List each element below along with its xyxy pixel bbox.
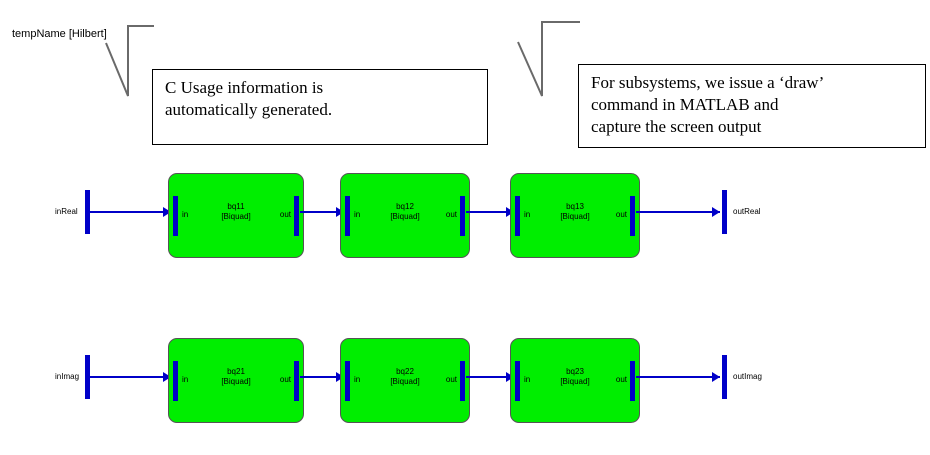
callout-usage-line-1: C Usage information is: [165, 78, 324, 97]
block-bq22-type: [Biquad]: [390, 377, 420, 386]
block-bq22-name: bq22: [396, 367, 414, 376]
block-bq21-name: bq21: [227, 367, 245, 376]
block-bq13-title: bq13 [Biquad]: [511, 202, 639, 222]
block-bq13[interactable]: in bq13 [Biquad] out: [510, 173, 640, 258]
block-bq12-input-label: in: [354, 210, 361, 219]
block-bq11-input-terminal[interactable]: [173, 196, 178, 236]
block-bq22-output-terminal[interactable]: [460, 361, 465, 401]
block-bq13-name: bq13: [566, 202, 584, 211]
block-bq23-output-terminal[interactable]: [630, 361, 635, 401]
block-bq22-input-label: in: [354, 375, 361, 384]
block-bq12[interactable]: in bq12 [Biquad] out: [340, 173, 470, 258]
block-bq22-input-terminal[interactable]: [345, 361, 350, 401]
input-port-label-inreal: inReal: [55, 207, 78, 216]
block-bq23-type: [Biquad]: [560, 377, 590, 386]
signal-wire-bq23-outimag: [636, 376, 720, 378]
block-bq23-name: bq23: [566, 367, 584, 376]
block-bq11-input-label: in: [182, 210, 189, 219]
callout-subsystem-line-1: For subsystems, we issue a ‘draw’: [591, 73, 825, 92]
block-bq22-output-label: out: [445, 375, 457, 384]
block-bq21-type: [Biquad]: [221, 377, 251, 386]
block-bq22[interactable]: in bq22 [Biquad] out: [340, 338, 470, 423]
output-port-bar-outimag[interactable]: [722, 355, 727, 399]
block-bq21-input-terminal[interactable]: [173, 361, 178, 401]
block-bq12-name: bq12: [396, 202, 414, 211]
block-bq12-type: [Biquad]: [390, 212, 420, 221]
signal-wire-inreal-bq11: [88, 211, 168, 213]
block-bq13-type: [Biquad]: [560, 212, 590, 221]
callout-c-usage: C Usage information is automatically gen…: [152, 69, 488, 145]
block-bq21-output-terminal[interactable]: [294, 361, 299, 401]
block-bq21-title: bq21 [Biquad]: [169, 367, 303, 387]
block-bq23[interactable]: in bq23 [Biquad] out: [510, 338, 640, 423]
block-bq23-title: bq23 [Biquad]: [511, 367, 639, 387]
output-port-label-outimag: outImag: [733, 372, 762, 381]
input-port-bar-inimag[interactable]: [85, 355, 90, 399]
block-bq11-name: bq11: [227, 202, 245, 211]
signal-arrow-inreal-bq11: [163, 207, 171, 217]
callout-subsystem-line-2: command in MATLAB and: [591, 94, 779, 114]
signal-arrow-bq23-outimag: [712, 372, 720, 382]
input-port-bar-inreal[interactable]: [85, 190, 90, 234]
block-bq13-output-label: out: [615, 210, 627, 219]
block-bq23-output-label: out: [615, 375, 627, 384]
block-bq12-title: bq12 [Biquad]: [341, 202, 469, 222]
block-bq21[interactable]: in bq21 [Biquad] out: [168, 338, 304, 423]
block-bq12-output-label: out: [445, 210, 457, 219]
callout-leader-line-subsystem: [517, 21, 580, 97]
block-bq21-output-label: out: [279, 375, 291, 384]
block-bq21-input-label: in: [182, 375, 189, 384]
block-bq23-input-terminal[interactable]: [515, 361, 520, 401]
input-port-label-inimag: inImag: [55, 372, 80, 381]
callout-subsystem-note: For subsystems, we issue a ‘draw’ comman…: [578, 64, 926, 148]
callout-usage-line-2: automatically generated.: [165, 99, 333, 119]
block-bq12-output-terminal[interactable]: [460, 196, 465, 236]
output-port-bar-outreal[interactable]: [722, 190, 727, 234]
callout-subsystem-line-3: capture the screen output: [591, 116, 762, 136]
block-bq11-title: bq11 [Biquad]: [169, 202, 303, 222]
block-bq11[interactable]: in bq11 [Biquad] out: [168, 173, 304, 258]
block-bq11-type: [Biquad]: [221, 212, 251, 221]
signal-wire-bq11-bq12: [300, 211, 346, 213]
block-bq13-input-terminal[interactable]: [515, 196, 520, 236]
block-bq23-input-label: in: [524, 375, 531, 384]
signal-wire-bq21-bq22: [300, 376, 346, 378]
signal-arrow-inimag-bq21: [163, 372, 171, 382]
signal-arrow-bq13-outreal: [712, 207, 720, 217]
block-bq22-title: bq22 [Biquad]: [341, 367, 469, 387]
diagram-title: tempName [Hilbert]: [12, 28, 107, 40]
block-bq13-output-terminal[interactable]: [630, 196, 635, 236]
signal-wire-bq12-bq13: [466, 211, 514, 213]
signal-wire-bq13-outreal: [636, 211, 720, 213]
output-port-label-outreal: outReal: [733, 207, 761, 216]
block-bq11-output-label: out: [279, 210, 291, 219]
signal-wire-inimag-bq21: [88, 376, 168, 378]
callout-leader-line-usage: [105, 25, 154, 97]
block-bq13-input-label: in: [524, 210, 531, 219]
block-bq12-input-terminal[interactable]: [345, 196, 350, 236]
signal-wire-bq22-bq23: [466, 376, 514, 378]
block-bq11-output-terminal[interactable]: [294, 196, 299, 236]
